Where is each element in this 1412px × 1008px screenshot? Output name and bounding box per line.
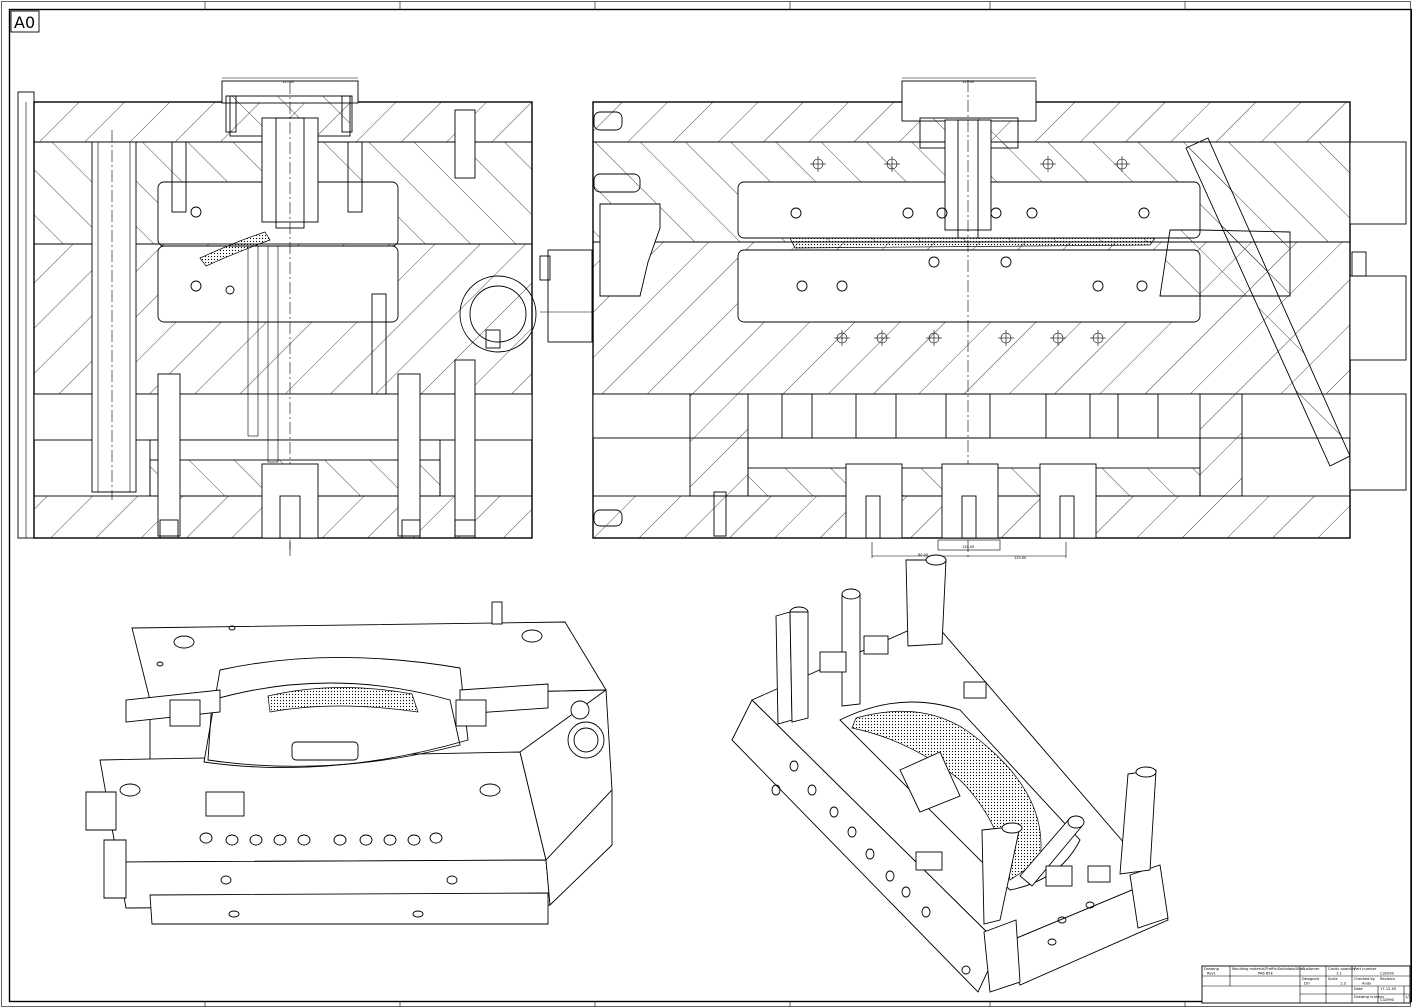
tb-designed-value: DO	[1304, 982, 1310, 986]
tb-drawing-label: Drawing	[1204, 967, 1219, 971]
tb-page-value: 1/2	[1405, 995, 1411, 999]
bottom-dimension-c: 120.00	[1014, 556, 1026, 560]
tb-designed-label: Designed	[1302, 977, 1319, 981]
right-section-view: 80.00 120.00 120.00 125.00	[592, 77, 1407, 560]
sheet-size-label: A0	[10, 10, 40, 33]
tb-checked-value: Andy	[1362, 982, 1372, 986]
tb-drawing-value: Rev1	[1207, 972, 1216, 976]
tb-cavity-label: Cavity quantity	[1328, 967, 1356, 971]
tb-revision-label: Revision	[1380, 977, 1395, 981]
tb-checked-label: Checked by	[1354, 977, 1376, 981]
tb-mould-value: PA6 B5E	[1258, 972, 1274, 976]
tb-customer-label: Customer	[1302, 967, 1320, 971]
isometric-closed-mould	[85, 601, 613, 925]
tb-drawing-number-label: Drawing number	[1354, 995, 1385, 999]
sheet-size-text: A0	[14, 13, 35, 32]
left-section-view: 125.00	[17, 77, 533, 556]
tb-scale-label: Scale	[1328, 977, 1338, 981]
tb-date-value: 17-12-05	[1380, 987, 1396, 991]
bottom-dimension-b: 120.00	[962, 545, 974, 549]
tb-mould-label: Moulding material/Traffic/Soliddata/Shel…	[1232, 967, 1305, 971]
tb-part-value: C32990	[1380, 972, 1395, 976]
tb-part-label: Part number	[1354, 967, 1377, 971]
tb-cavity-value: 1:1	[1336, 972, 1342, 976]
right-top-dimension: 125.00	[962, 80, 974, 84]
isometric-open-mould	[731, 554, 1169, 993]
tb-scale-value: 1:3	[1340, 982, 1346, 986]
title-block: Drawing Rev1 Moulding material/Traffic/S…	[1201, 965, 1411, 1004]
left-top-dimension: 125.00	[282, 80, 294, 84]
tb-drawing-number-value: C32990	[1380, 998, 1395, 1002]
bottom-dimension-a: 80.00	[918, 553, 928, 557]
tb-date-label: Date	[1354, 987, 1363, 991]
lifting-eye-bolt	[459, 249, 594, 353]
